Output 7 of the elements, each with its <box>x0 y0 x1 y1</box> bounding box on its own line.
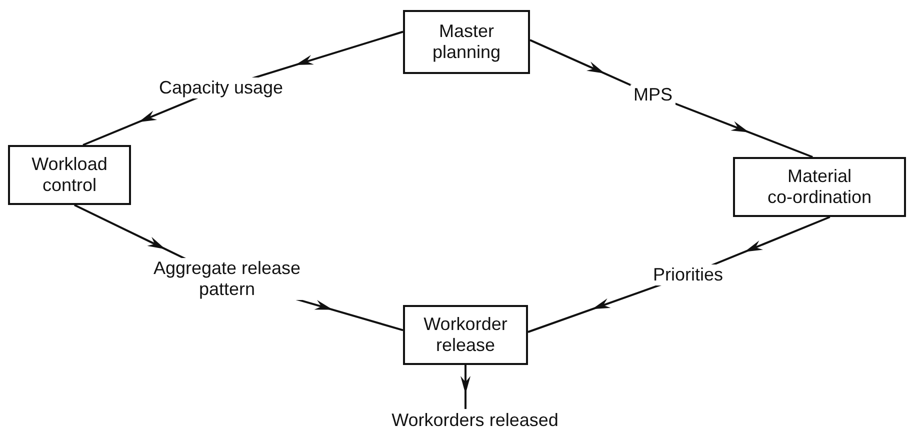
arrow <box>460 365 470 409</box>
output-label: Workorders released <box>380 409 570 431</box>
process-box: Workorder release <box>403 305 528 365</box>
process-box: Material co-ordination <box>733 157 906 217</box>
edge-label: MPS <box>630 84 676 106</box>
process-box: Master planning <box>403 10 530 74</box>
process-box: Workload control <box>8 145 131 205</box>
